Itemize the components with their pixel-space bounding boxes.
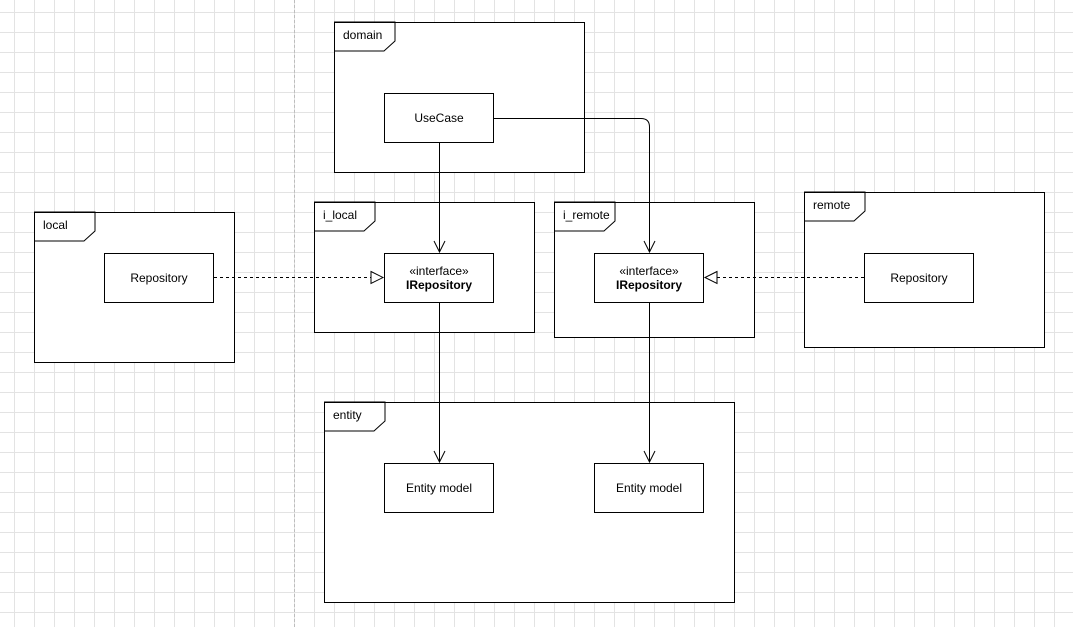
- class-name: UseCase: [414, 111, 464, 125]
- class-local-repository[interactable]: Repository: [104, 253, 214, 303]
- class-entity-model-left[interactable]: Entity model: [384, 463, 494, 513]
- page-boundary-line: [294, 0, 295, 627]
- package-label: entity: [333, 408, 362, 422]
- class-name: Entity model: [615, 481, 683, 495]
- interface-name: IRepository: [405, 278, 472, 292]
- interface-stereotype: «interface»: [409, 264, 469, 278]
- interface-i-local-irepository[interactable]: «interface» IRepository: [384, 253, 494, 303]
- package-label: i_remote: [563, 208, 610, 222]
- class-usecase[interactable]: UseCase: [384, 93, 494, 143]
- package-label: i_local: [323, 208, 358, 222]
- package-label: local: [43, 218, 68, 232]
- interface-stereotype: «interface»: [619, 264, 679, 278]
- class-entity-model-right[interactable]: Entity model: [594, 463, 704, 513]
- package-label: remote: [813, 198, 851, 212]
- interface-name: IRepository: [615, 278, 682, 292]
- class-name: Repository: [130, 271, 188, 285]
- class-name: Entity model: [405, 481, 473, 495]
- class-remote-repository[interactable]: Repository: [864, 253, 974, 303]
- class-name: Repository: [890, 271, 948, 285]
- package-label: domain: [343, 28, 383, 42]
- interface-i-remote-irepository[interactable]: «interface» IRepository: [594, 253, 704, 303]
